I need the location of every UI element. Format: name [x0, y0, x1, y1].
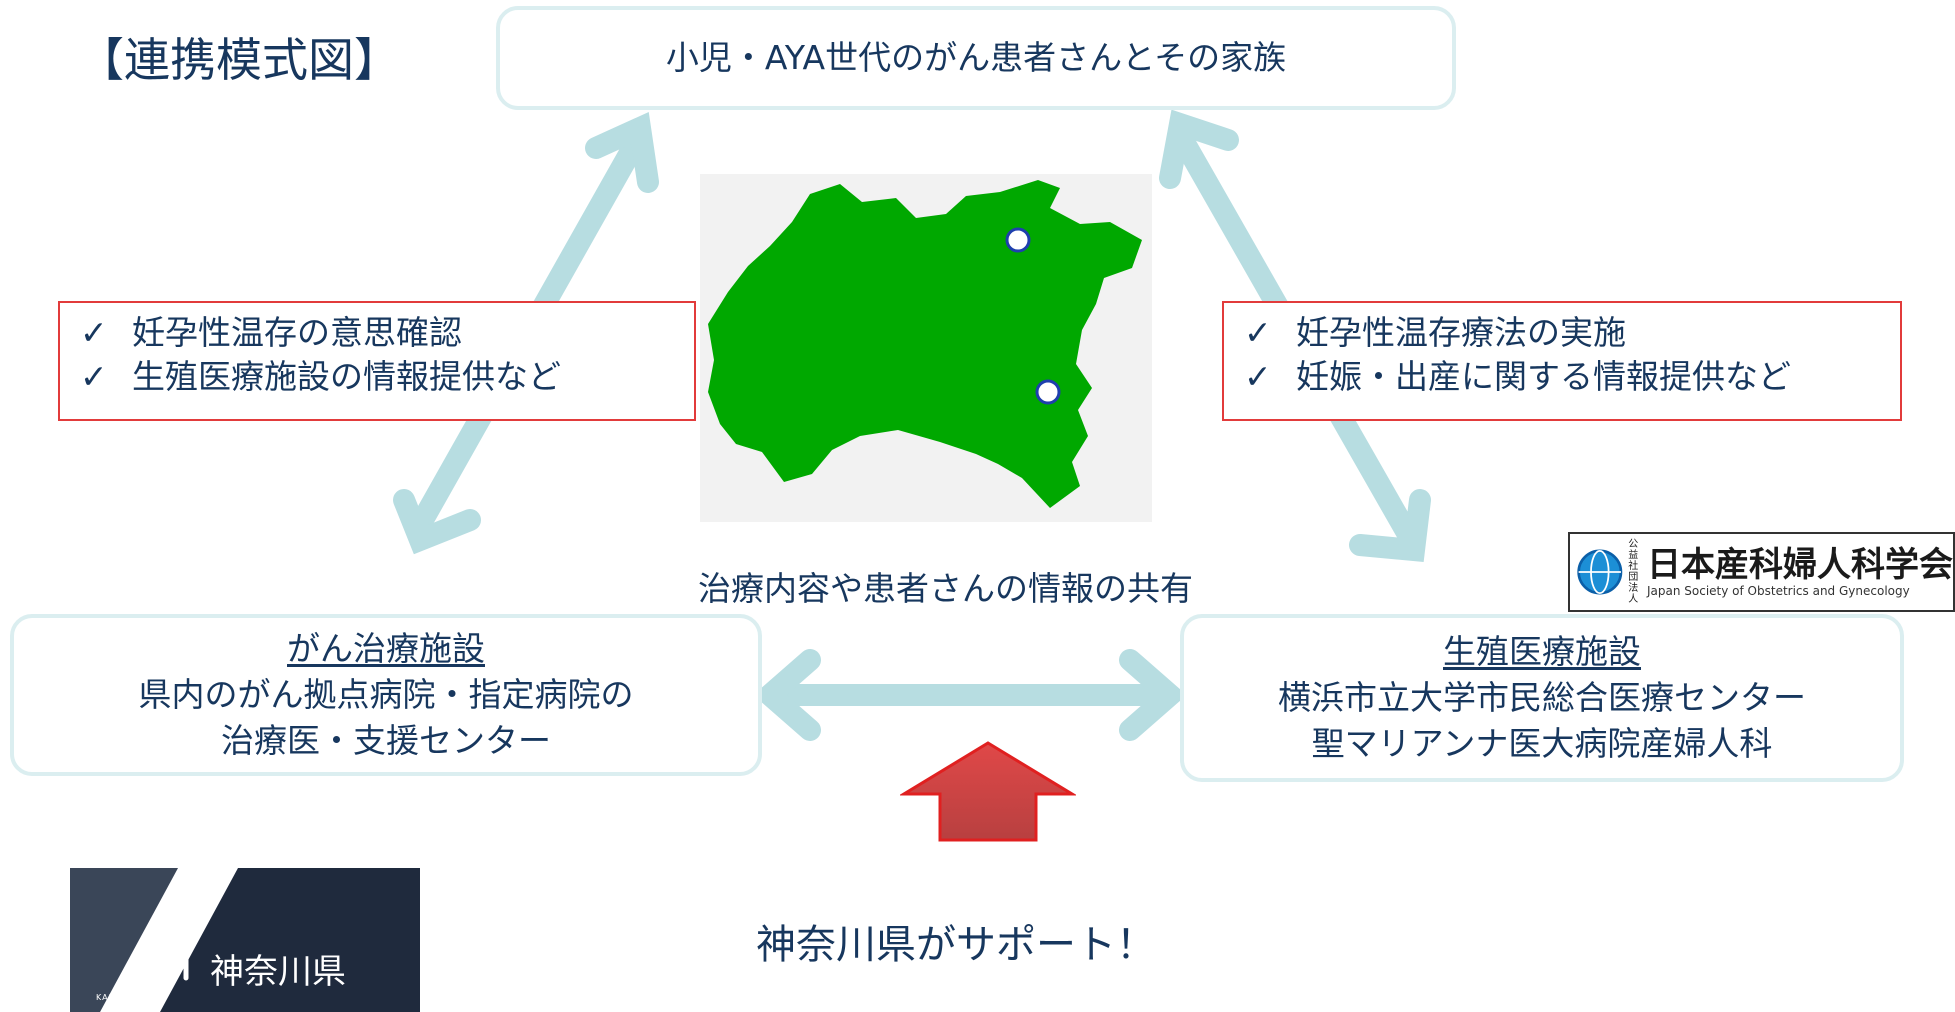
kanagawa-logo-name: 神奈川県	[210, 952, 346, 992]
information-sharing-label: 治療内容や患者さんの情報の共有	[698, 569, 1193, 608]
map-marker-kawasaki	[1035, 379, 1061, 405]
right-callout-item: ✓ 妊娠・出産に関する情報提供など	[1244, 355, 1900, 399]
jsog-globe-icon	[1577, 549, 1623, 595]
jsog-name: 日本産科婦人科学会	[1647, 545, 1953, 585]
arrow-horizontal-head-left	[753, 649, 821, 741]
diagram-title: 【連携模式図】	[78, 33, 400, 87]
jsog-logo: 公益 社団 法人 日本産科婦人科学会 Japan Society of Obst…	[1568, 532, 1955, 612]
patients-family-label: 小児・AYA世代のがん患者さんとその家族	[665, 38, 1287, 77]
left-callout-item: ✓ 妊孕性温存の意思確認	[80, 311, 694, 355]
reproductive-medicine-facility-line: 横浜市立大学市民総合医療センター	[1278, 678, 1806, 717]
right-callout: ✓ 妊孕性温存療法の実施 ✓ 妊娠・出産に関する情報提供など	[1222, 301, 1902, 421]
arrow-left-diagonal-head-top	[585, 111, 659, 193]
patients-family-box: 小児・AYA世代のがん患者さんとその家族	[496, 6, 1456, 110]
kanagawa-map	[700, 174, 1152, 522]
jsog-english-name: Japan Society of Obstetrics and Gynecolo…	[1647, 584, 1910, 598]
right-callout-item: ✓ 妊孕性温存療法の実施	[1244, 311, 1900, 355]
arrow-right-diagonal-head-bottom	[1349, 489, 1431, 562]
prefecture-support-label: 神奈川県がサポート！	[756, 922, 1156, 968]
cancer-treatment-facility-heading: がん治療施設	[287, 629, 485, 668]
cancer-treatment-facility-line: 治療医・支援センター	[221, 721, 551, 760]
map-land	[708, 180, 1142, 508]
check-icon: ✓	[1244, 313, 1272, 352]
left-callout: ✓ 妊孕性温存の意思確認 ✓ 生殖医療施設の情報提供など	[58, 301, 696, 421]
kanagawa-prefecture-logo: 神奈川県 KANAGAWA	[70, 868, 420, 1012]
left-callout-item: ✓ 生殖医療施設の情報提供など	[80, 355, 694, 399]
reproductive-medicine-facility-line: 聖マリアンナ医大病院産婦人科	[1311, 724, 1773, 763]
map-marker-yokohama	[1005, 227, 1031, 253]
check-icon: ✓	[80, 357, 108, 396]
reproductive-medicine-facility-box: 生殖医療施設 横浜市立大学市民総合医療センター 聖マリアンナ医大病院産婦人科	[1180, 614, 1904, 782]
arrow-right-diagonal-head-top	[1159, 109, 1239, 189]
kanagawa-logo-roman: KANAGAWA	[96, 993, 151, 1002]
check-icon: ✓	[1244, 357, 1272, 396]
arrow-left-diagonal-head-bottom	[393, 489, 481, 555]
cancer-treatment-facility-line: 県内のがん拠点病院・指定病院の	[138, 675, 634, 714]
check-icon: ✓	[80, 313, 108, 352]
up-arrow-icon	[900, 741, 1076, 842]
cancer-treatment-facility-box: がん治療施設 県内のがん拠点病院・指定病院の 治療医・支援センター	[10, 614, 762, 776]
arrow-horizontal-head-right	[1119, 649, 1187, 741]
jsog-prefix: 公益 社団 法人	[1628, 539, 1639, 605]
kanagawa-emblem-icon	[143, 933, 189, 981]
reproductive-medicine-facility-heading: 生殖医療施設	[1443, 632, 1641, 671]
